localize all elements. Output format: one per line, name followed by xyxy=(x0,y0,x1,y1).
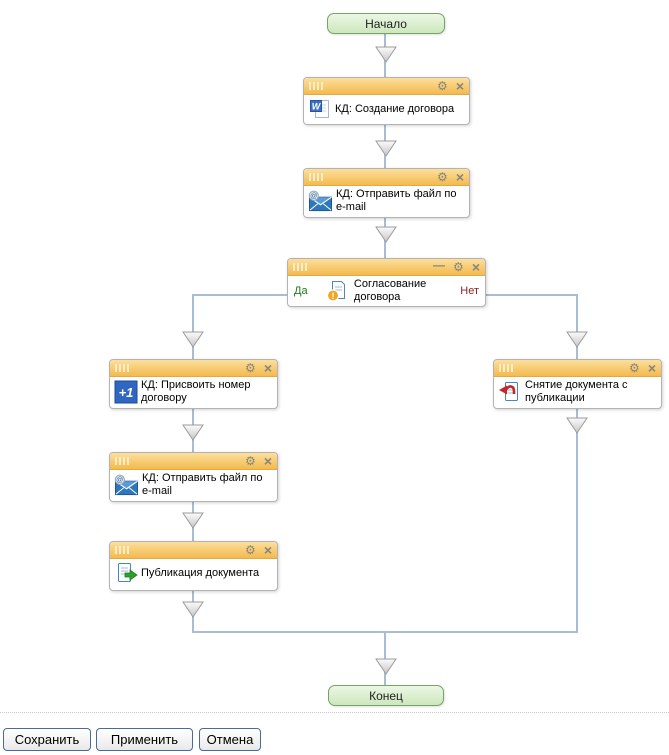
connector-yes-branch xyxy=(192,294,288,296)
task-block-assign-number[interactable]: ⚙ × +1 КД: Присвоить номер договору xyxy=(109,359,278,409)
task-header: ⚙ × xyxy=(304,78,469,95)
svg-text:!: ! xyxy=(331,291,334,301)
drag-handle-icon[interactable] xyxy=(115,457,129,465)
close-icon[interactable]: × xyxy=(455,169,464,185)
arrow-down-icon xyxy=(566,331,588,348)
end-node[interactable]: Конец xyxy=(328,685,444,706)
settings-gear-icon[interactable]: ⚙ xyxy=(629,361,640,375)
connector-yes-branch xyxy=(192,294,194,360)
task-block-send-email-top[interactable]: ⚙ × @ КД: Отправить файл по e-mail xyxy=(303,168,470,218)
svg-text:@: @ xyxy=(310,192,317,200)
task-title: Согласование договора xyxy=(353,278,427,303)
document-unpublish-icon xyxy=(498,380,522,404)
svg-text:+1: +1 xyxy=(119,385,134,400)
settings-gear-icon[interactable]: ⚙ xyxy=(453,260,464,274)
close-icon[interactable]: × xyxy=(263,360,272,376)
email-icon: @ xyxy=(114,474,139,497)
task-header: ⚙ × xyxy=(110,360,277,377)
arrow-down-icon xyxy=(566,417,588,434)
drag-handle-icon[interactable] xyxy=(309,82,323,90)
close-icon[interactable]: × xyxy=(263,453,272,469)
settings-gear-icon[interactable]: ⚙ xyxy=(245,361,256,375)
footer-separator xyxy=(0,712,669,713)
yes-branch-label: Да xyxy=(294,284,308,297)
close-icon[interactable]: × xyxy=(455,78,464,94)
connector-no-branch xyxy=(576,294,578,360)
no-branch-label: Нет xyxy=(460,284,479,297)
arrow-down-icon xyxy=(182,331,204,348)
email-icon: @ xyxy=(308,190,333,213)
word-document-icon: W xyxy=(308,97,332,121)
task-title: КД: Присвоить номер договору xyxy=(141,379,251,404)
arrow-down-icon xyxy=(375,140,397,157)
apply-button[interactable]: Применить xyxy=(96,728,193,751)
close-icon[interactable]: × xyxy=(471,259,480,275)
end-node-label: Конец xyxy=(369,688,403,703)
document-publish-icon xyxy=(114,561,138,585)
document-warning-icon: ! xyxy=(326,279,350,303)
task-title: КД: Отправить файл по e-mail xyxy=(336,188,457,213)
arrow-down-icon xyxy=(375,46,397,63)
connector-no-branch xyxy=(486,294,578,296)
close-icon[interactable]: × xyxy=(647,360,656,376)
task-title: КД: Создание договора xyxy=(335,102,455,115)
arrow-down-icon xyxy=(182,424,204,441)
cancel-button[interactable]: Отмена xyxy=(199,728,261,751)
drag-handle-icon[interactable] xyxy=(115,364,129,372)
task-block-unpublish-document[interactable]: ⚙ × Снятие документа с публикации xyxy=(493,359,662,409)
task-header: — ⚙ × xyxy=(288,259,485,276)
settings-gear-icon[interactable]: ⚙ xyxy=(437,79,448,93)
arrow-down-icon xyxy=(375,226,397,243)
start-node[interactable]: Начало xyxy=(327,13,445,34)
svg-text:@: @ xyxy=(116,476,123,484)
task-header: ⚙ × xyxy=(494,360,661,377)
decision-block-approval[interactable]: — ⚙ × Да ! Согласование договора Нет xyxy=(287,258,486,307)
drag-handle-icon[interactable] xyxy=(309,173,323,181)
settings-gear-icon[interactable]: ⚙ xyxy=(245,543,256,557)
start-node-label: Начало xyxy=(365,16,407,31)
task-block-create-contract[interactable]: ⚙ × W КД: Создание договора xyxy=(303,77,470,125)
arrow-down-icon xyxy=(182,601,204,618)
connector xyxy=(576,408,578,633)
plus-one-icon: +1 xyxy=(114,380,138,404)
task-title: КД: Отправить файл по e-mail xyxy=(142,472,263,497)
task-title: Публикация документа xyxy=(141,566,260,579)
svg-text:W: W xyxy=(312,102,322,112)
settings-gear-icon[interactable]: ⚙ xyxy=(437,170,448,184)
drag-handle-icon[interactable] xyxy=(293,263,307,271)
task-block-send-email-left[interactable]: ⚙ × @ КД: Отправить файл по e-mail xyxy=(109,452,278,502)
drag-handle-icon[interactable] xyxy=(115,546,129,554)
task-header: ⚙ × xyxy=(304,169,469,186)
arrow-down-icon xyxy=(375,658,397,675)
task-header: ⚙ × xyxy=(110,453,277,470)
settings-gear-icon[interactable]: ⚙ xyxy=(245,454,256,468)
arrow-down-icon xyxy=(182,512,204,529)
task-header: ⚙ × xyxy=(110,542,277,559)
drag-handle-icon[interactable] xyxy=(499,364,513,372)
task-title: Снятие документа с публикации xyxy=(525,379,628,404)
minimize-icon[interactable]: — xyxy=(433,258,446,272)
close-icon[interactable]: × xyxy=(263,542,272,558)
task-block-publish-document[interactable]: ⚙ × Публикация документа xyxy=(109,541,278,591)
save-button[interactable]: Сохранить xyxy=(3,728,91,751)
